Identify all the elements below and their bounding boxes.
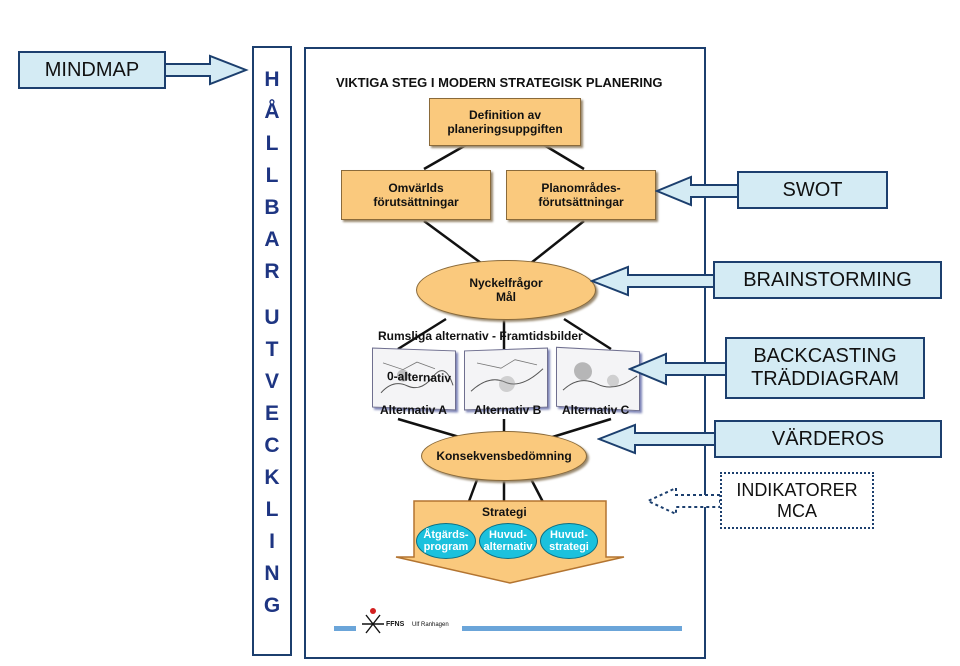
vertical-letter: B <box>264 196 280 219</box>
vertical-letter: C <box>264 434 280 457</box>
vertical-letter: I <box>269 530 275 553</box>
vertical-letter: R <box>264 260 280 283</box>
logo-text: FFNS <box>386 621 405 628</box>
varderos-label: VÄRDEROS <box>714 420 942 458</box>
alternativ-b-label: Alternativ B <box>474 403 542 417</box>
backcasting-label: BACKCASTING TRÄDDIAGRAM <box>725 337 925 399</box>
brainstorming-arrow <box>590 265 715 297</box>
vertical-letter: T <box>265 338 279 361</box>
vertical-letter: H <box>264 68 280 91</box>
nyckelfragor-ellipse: Nyckelfrågor Mål <box>416 260 596 320</box>
noll-alternativ-label: 0-alternativ <box>387 369 452 386</box>
vertical-letter: V <box>264 370 279 393</box>
planomrade-box: Planområdes- förutsättningar <box>506 170 656 220</box>
mindmap-arrow <box>164 54 249 86</box>
konsekvensbedomning-ellipse: Konsekvensbedömning <box>421 431 587 481</box>
map-alternativ-c <box>556 346 640 412</box>
vertical-letter: L <box>265 164 279 187</box>
strategic-planning-poster: VIKTIGA STEG I MODERN STRATEGISK PLANERI… <box>304 47 706 659</box>
vertical-letter: N <box>264 562 280 585</box>
omvarld-box: Omvärlds förutsättningar <box>341 170 491 220</box>
vertical-letter: L <box>265 132 279 155</box>
vertical-letter: Å <box>264 100 280 123</box>
alternativ-a-label: Alternativ A <box>380 403 447 417</box>
author-text: Ulf Ranhagen <box>412 622 449 628</box>
atgardsprogram-ellipse: Åtgärds- program <box>416 523 476 559</box>
swot-label: SWOT <box>737 171 888 209</box>
vertical-letter: A <box>264 228 280 251</box>
backcasting-arrow <box>628 352 729 386</box>
map-alternativ-b <box>464 347 548 411</box>
rumsliga-label: Rumsliga alternativ - Framtidsbilder <box>378 329 583 343</box>
vertical-letter: U <box>264 306 280 329</box>
huvudalternativ-ellipse: Huvud- alternativ <box>479 523 537 559</box>
vertical-letter: G <box>263 594 281 617</box>
mindmap-label: MINDMAP <box>18 51 166 89</box>
map-sketch-icon <box>562 362 638 391</box>
map-sketch-icon <box>380 361 454 394</box>
vertical-letter: K <box>264 466 280 489</box>
vertical-letter: L <box>265 498 279 521</box>
alternativ-c-label: Alternativ C <box>562 403 630 417</box>
varderos-arrow <box>597 423 716 455</box>
vertical-letter: E <box>264 402 279 425</box>
indikatorer-arrow <box>646 486 721 516</box>
map-noll-alternativ: 0-alternativ <box>372 347 456 411</box>
indikatorer-label: INDIKATORER MCA <box>720 472 874 529</box>
huvudstrategi-ellipse: Huvud- strategi <box>540 523 598 559</box>
map-sketch-icon <box>470 359 544 392</box>
strategi-label: Strategi <box>482 505 527 519</box>
definition-box: Definition av planeringsuppgiften <box>429 98 581 146</box>
poster-title: VIKTIGA STEG I MODERN STRATEGISK PLANERI… <box>336 75 663 90</box>
mindmap-text: MINDMAP <box>44 58 140 81</box>
swot-arrow <box>655 175 739 207</box>
brainstorming-label: BRAINSTORMING <box>713 261 942 299</box>
